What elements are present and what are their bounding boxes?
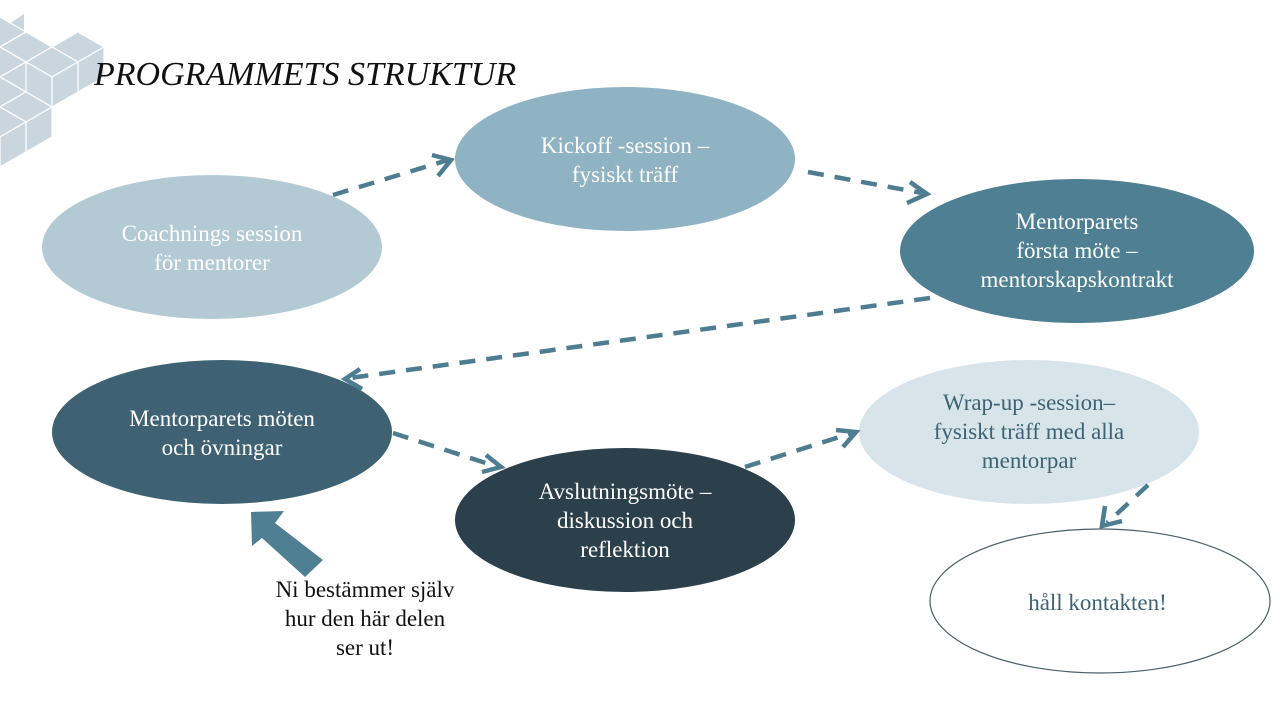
connector-wrapup-kontakt xyxy=(1105,483,1150,525)
node-label: Avslutningsmöte – diskussion och reflektio… xyxy=(539,477,712,564)
connector-kickoff-forsta xyxy=(807,169,923,196)
cube-face xyxy=(0,120,27,168)
node-label: Mentorparets möten och övningar xyxy=(129,404,315,462)
arrowhead-forsta xyxy=(906,180,932,206)
page-title: PROGRAMMETS STRUKTUR xyxy=(94,56,517,93)
node-label: Kickoff -session – fysiskt träff xyxy=(541,131,709,189)
note-text: Ni bestämmer själv hur den här delen ser… xyxy=(250,575,480,662)
cube-face xyxy=(51,60,79,109)
connector-moten-avslutning xyxy=(392,430,496,469)
node-label: Mentorparets första möte – mentorskapskont… xyxy=(981,207,1174,294)
node-wrapup: Wrap-up -session– fysiskt träff med alla m… xyxy=(869,376,1189,486)
node-label-line: Wrap-up -session– xyxy=(942,389,1116,415)
connector-avslutning-wrapup xyxy=(744,430,853,470)
node-coaching-shape xyxy=(42,175,382,319)
node-label-line: håll kontakten! xyxy=(1028,590,1167,615)
node-label-line: diskussion och xyxy=(556,507,694,533)
node-coaching: Coachnings session för mentorer xyxy=(52,205,372,290)
node-label-line: fysiskt träff xyxy=(571,161,679,187)
note-line: hur den här delen xyxy=(284,606,446,631)
node-kontakt: håll kontakten! xyxy=(940,585,1255,620)
node-moten: Mentorparets möten och övningar xyxy=(62,390,382,475)
node-label: Coachnings session för mentorer xyxy=(122,219,303,277)
node-wrapup-shape xyxy=(859,360,1199,504)
node-forsta: Mentorparets första möte – mentorskapskont… xyxy=(907,195,1247,305)
node-label-line: mentorpar xyxy=(981,447,1077,473)
arrowhead-moten xyxy=(340,367,364,391)
node-label-line: Mentorparets xyxy=(1015,208,1139,234)
node-label: håll kontakten! xyxy=(1028,588,1167,617)
note-line: ser ut! xyxy=(335,635,395,660)
node-kickoff: Kickoff -session – fysiskt träff xyxy=(465,117,785,202)
node-label-line: mentorskapskontrakt xyxy=(980,266,1174,292)
up-left-arrow-icon xyxy=(251,511,323,577)
node-label-line: Kickoff -session – xyxy=(540,132,710,158)
node-label-line: Mentorparets möten xyxy=(129,405,315,431)
node-label-line: för mentorer xyxy=(154,249,270,275)
node-forsta-shape xyxy=(900,179,1254,323)
connector-coaching-kickoff xyxy=(332,157,449,198)
arrowhead-kontakt xyxy=(1099,505,1123,530)
node-label-line: första möte – xyxy=(1016,237,1138,263)
node-kickoff-shape xyxy=(455,87,795,231)
arrowhead-wrapup xyxy=(835,427,861,449)
node-avslutning-shape xyxy=(455,448,795,592)
cube-decoration-icon xyxy=(0,14,106,169)
node-label-line: reflektion xyxy=(580,536,670,562)
node-label-line: fysiskt träff med alla xyxy=(933,418,1125,444)
arrowhead-avslutning xyxy=(481,453,506,475)
node-label: Wrap-up -session– fysiskt träff med alla m… xyxy=(934,388,1125,475)
node-label-line: och övningar xyxy=(161,434,283,460)
connector-forsta-moten xyxy=(349,295,931,381)
node-label-line: Avslutningsmöte – xyxy=(538,478,712,504)
node-avslutning: Avslutningsmöte – diskussion och reflektio… xyxy=(465,465,785,575)
node-label-line: Coachnings session xyxy=(121,220,303,246)
node-moten-shape xyxy=(52,360,392,504)
note-line: Ni bestämmer själv xyxy=(275,577,455,602)
node-kontakt-shape xyxy=(929,528,1271,674)
arrowhead-kickoff xyxy=(431,152,455,178)
